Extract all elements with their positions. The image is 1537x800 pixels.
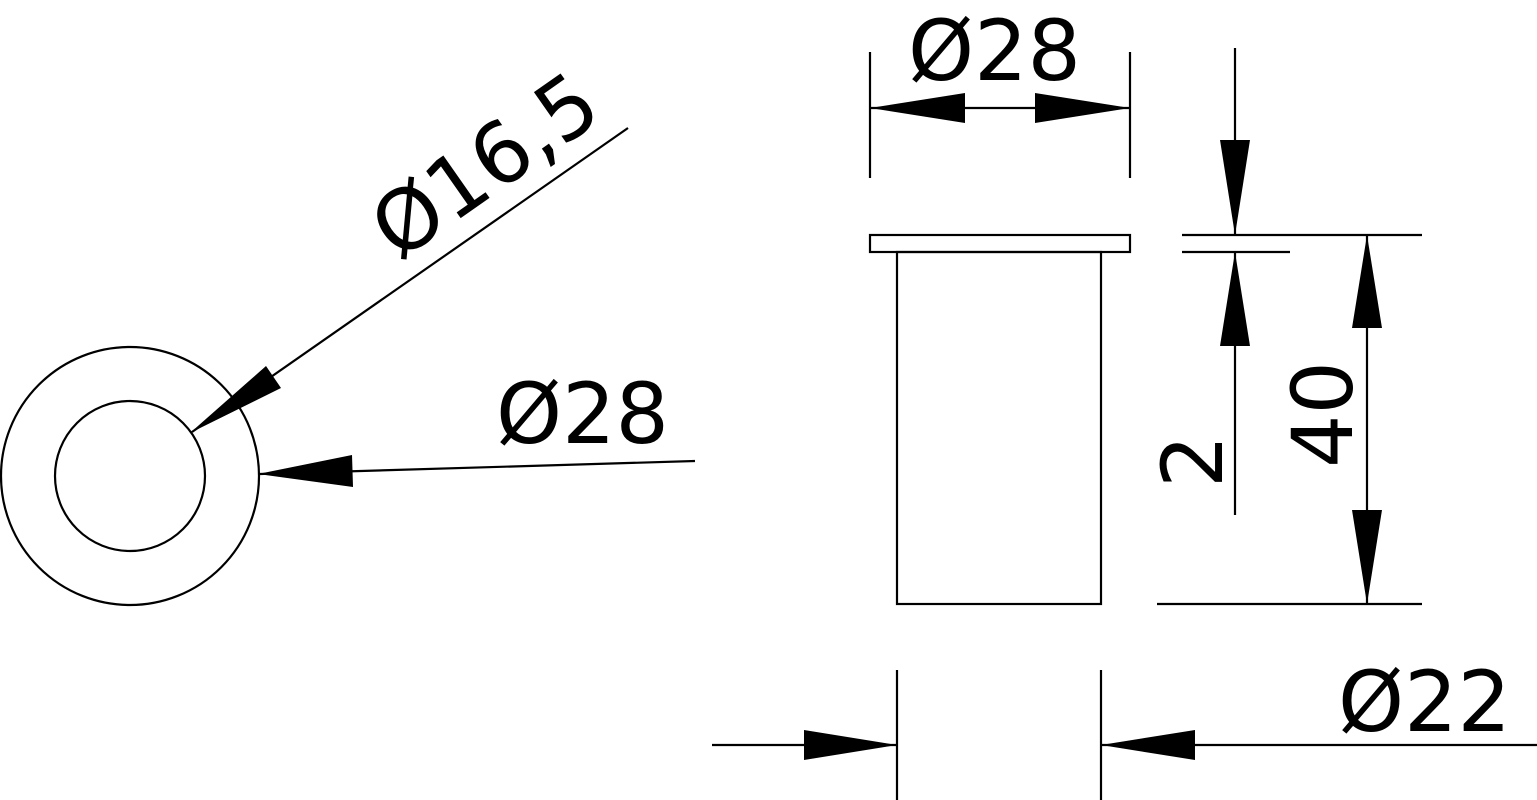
front-view: Ø16,5 Ø28	[0, 53, 696, 607]
side-view: Ø28 2 40 Ø22	[712, 2, 1537, 800]
body	[895, 250, 1103, 606]
arrow	[1220, 140, 1250, 235]
outer-diameter-label: Ø28	[496, 365, 669, 463]
height-label: 40	[1274, 361, 1372, 468]
outer-circle	[0, 345, 261, 607]
body-diameter-label: Ø22	[1338, 653, 1511, 751]
inner-diameter-label: Ø16,5	[353, 53, 617, 278]
arrow	[1220, 252, 1250, 346]
inner-circle	[53, 399, 207, 553]
arrow	[1352, 235, 1382, 328]
arrow	[870, 93, 965, 123]
arrow	[1101, 730, 1195, 760]
outer-diameter-arrow	[258, 455, 353, 487]
flange-thickness-label: 2	[1144, 435, 1242, 488]
flange-diameter-label: Ø28	[908, 2, 1081, 100]
arrow	[1035, 93, 1130, 123]
inner-diameter-arrow	[190, 366, 281, 433]
flange	[868, 233, 1132, 254]
arrow	[1352, 510, 1382, 604]
arrow	[804, 730, 897, 760]
